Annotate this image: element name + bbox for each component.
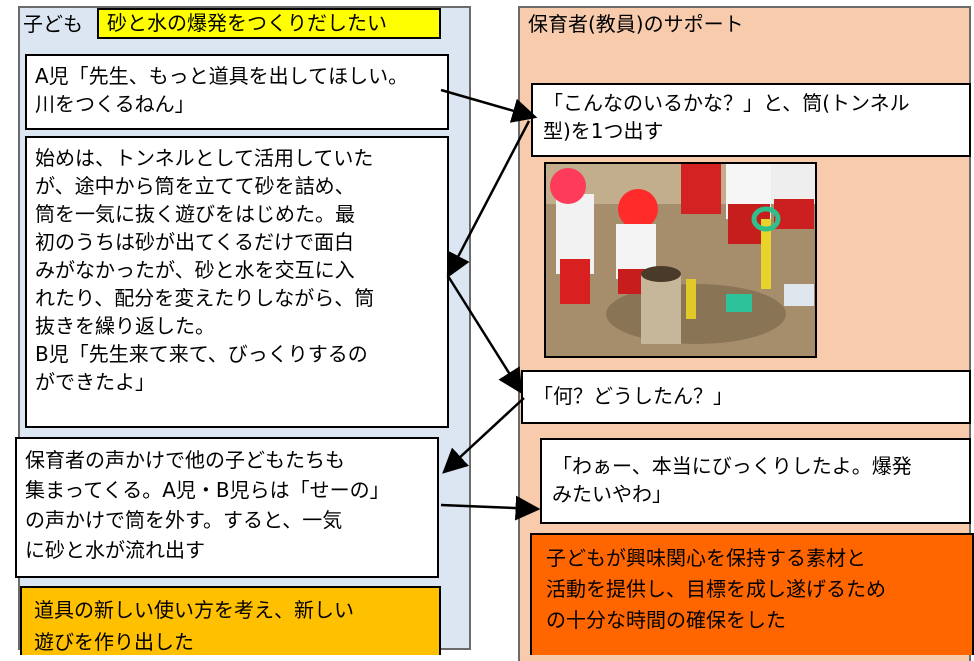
child-request-line: 川をつくるねん」 bbox=[35, 92, 195, 116]
teacher-reflection-line: 子どもが興味関心を保持する素材と bbox=[546, 546, 866, 570]
teacher-header: 保育者(教員)のサポート bbox=[528, 12, 744, 36]
child-play-line: ができたよ」 bbox=[35, 370, 155, 394]
sand-play-photo bbox=[544, 162, 817, 358]
teacher-reaction-line: みたいやわ」 bbox=[552, 482, 672, 506]
child-gathering-box: 保育者の声かけで他の子どもたちも 集まってくる。A児・B児らは「せーの」 の声か… bbox=[15, 437, 439, 578]
child-request-box: A児「先生、もっと道具を出してほしい。 川をつくるねん」 bbox=[25, 54, 449, 130]
child-play-box: 始めは、トンネルとして活用していた が、途中から筒を立てて砂を詰め、 筒を一気に… bbox=[25, 136, 449, 428]
teacher-reflection-line: 活動を提供し、目標を成し遂げるため bbox=[546, 577, 886, 601]
teacher-support-line: 型)を1つ出す bbox=[543, 119, 664, 143]
teacher-support-box: 「こんなのいるかな？」と、筒(トンネル 型)を1つ出す bbox=[531, 83, 971, 157]
child-play-line: B児「先生来て来て、びっくりするの bbox=[35, 342, 368, 366]
child-play-line: 抜きを繰り返した。 bbox=[35, 314, 215, 338]
child-gathering-line: の声かけで筒を外す。すると、一気 bbox=[25, 508, 343, 532]
teacher-question-box: 「何？どうしたん？」 bbox=[521, 370, 971, 424]
child-request-line: A児「先生、もっと道具を出してほしい。 bbox=[35, 64, 409, 88]
teacher-reaction-box: 「わぁー、本当にびっくりしたよ。爆発 みたいやわ」 bbox=[540, 438, 971, 524]
child-header: 子ども bbox=[23, 12, 83, 36]
child-gathering-line: 集まってくる。A児・B児らは「せーの」 bbox=[25, 478, 390, 502]
child-gathering-line: に砂と水が流れ出す bbox=[25, 538, 205, 562]
child-reflection-line: 道具の新しい使い方を考え、新しい bbox=[34, 598, 354, 622]
child-play-line: みがなかったが、砂と水を交互に入 bbox=[35, 258, 355, 282]
child-play-line: 初のうちは砂が出てくるだけで面白 bbox=[35, 230, 354, 254]
teacher-support-line: 「こんなのいるかな？」と、筒(トンネル bbox=[543, 91, 910, 115]
sand-play-photo-illustration bbox=[546, 164, 815, 356]
child-play-line: が、途中から筒を立てて砂を詰め、 bbox=[35, 174, 355, 198]
child-theme-label: 砂と水の爆発をつくりだしたい bbox=[97, 8, 441, 39]
teacher-question-line: 「何？どうしたん？」 bbox=[533, 384, 733, 408]
child-gathering-line: 保育者の声かけで他の子どもたちも bbox=[25, 448, 345, 472]
teacher-reflection-box: 子どもが興味関心を保持する素材と 活動を提供し、目標を成し遂げるため の十分な時… bbox=[530, 533, 974, 655]
teacher-reaction-line: 「わぁー、本当にびっくりしたよ。爆発 bbox=[552, 454, 912, 478]
child-play-line: 始めは、トンネルとして活用していた bbox=[35, 146, 374, 170]
child-play-line: れたり、配分を変えたりしながら、筒 bbox=[35, 286, 375, 310]
child-reflection-line: 遊びを作り出した bbox=[34, 630, 194, 654]
child-play-line: 筒を一気に抜く遊びをはじめた。最 bbox=[35, 202, 355, 226]
child-reflection-box: 道具の新しい使い方を考え、新しい 遊びを作り出した bbox=[20, 586, 441, 655]
teacher-reflection-line: の十分な時間の確保をした bbox=[546, 608, 786, 632]
